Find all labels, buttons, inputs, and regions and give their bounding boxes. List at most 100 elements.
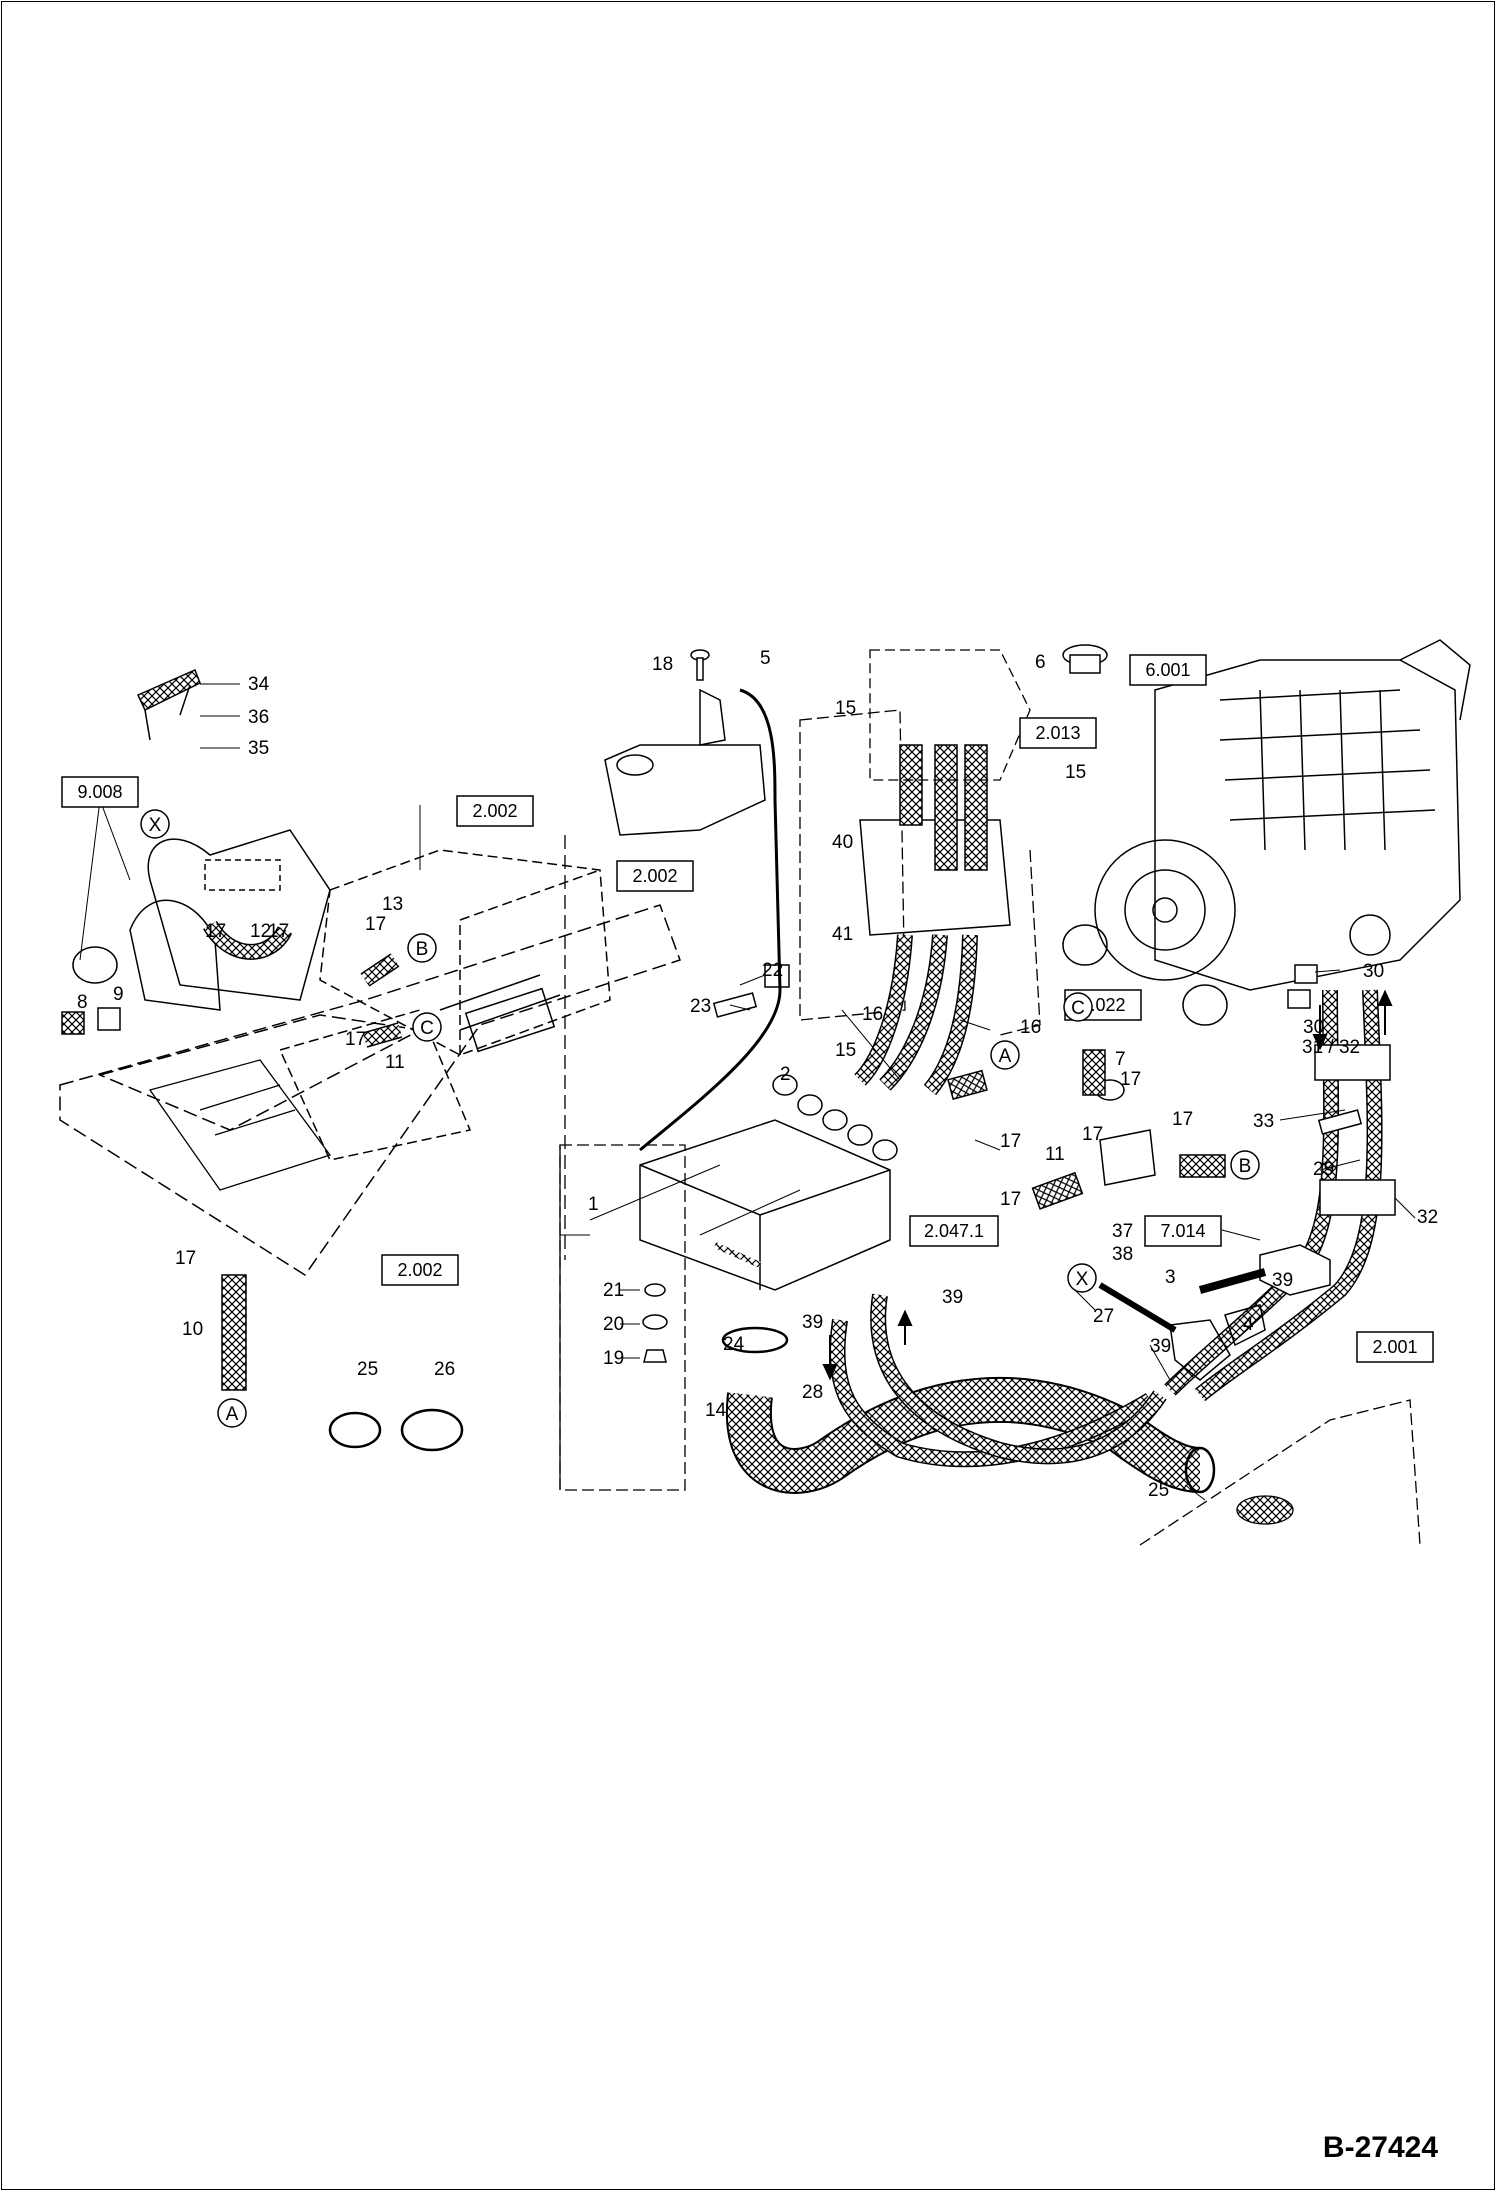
circle-ref-marker: [140, 809, 170, 839]
clamp-25-right: [1184, 1446, 1216, 1494]
part-number-label: 34: [248, 674, 270, 695]
ref-box-frame: [616, 860, 694, 892]
part-number-label: 39: [1272, 1270, 1293, 1291]
clamps-2: [772, 1074, 898, 1161]
part-number-label: 12: [250, 921, 271, 942]
part-number-label: 30: [1363, 961, 1384, 982]
part-number-label: 39: [802, 1312, 823, 1333]
part-number-label: 29: [1313, 1159, 1334, 1180]
hose-27: [870, 1293, 1167, 1465]
leader-line: [99, 799, 131, 881]
part-number-label: 15: [1065, 762, 1086, 783]
cable-37-38: [1098, 1282, 1177, 1333]
part-number-label: 21: [603, 1280, 624, 1301]
circle-ref-marker: [407, 933, 437, 963]
leader-line: [739, 974, 766, 986]
part-number-label: 20: [603, 1314, 624, 1335]
ref-box-frame: [1019, 717, 1097, 749]
part-number-label: 32: [1417, 1207, 1438, 1228]
part-number-label: 8: [77, 992, 88, 1013]
circle-ref-label: A: [226, 1404, 239, 1425]
hose-13: [360, 953, 400, 987]
part-number-label: 7: [1115, 1049, 1126, 1070]
part-number-label: 3: [1165, 1267, 1176, 1288]
mount-frame-dashed: [559, 1144, 686, 1491]
part-number-label: 40: [832, 832, 853, 853]
fuel-tank-2-001: [1139, 1399, 1421, 1546]
fasteners-19-21: [642, 1283, 668, 1363]
cab-console: [147, 829, 611, 1056]
ref-box-label: 2.001: [1372, 1337, 1417, 1357]
part-number-label: 10: [182, 1319, 203, 1340]
leader-line: [589, 1164, 721, 1221]
reference-box-layer: 9.0082.0022.0022.0022.0136.0012.0222.047…: [61, 654, 1434, 1363]
part-number-label: 41: [832, 924, 853, 945]
leader-line: [841, 1009, 901, 1081]
leader-line: [1184, 1484, 1206, 1501]
clamp-24: [721, 1326, 789, 1354]
part-number-label: 37: [1112, 1221, 1133, 1242]
hose-clamps-25-26: [328, 1408, 464, 1452]
fittings-30: [1287, 964, 1318, 1009]
ref-box-frame: [61, 776, 139, 808]
circle-ref-marker: [990, 1040, 1020, 1070]
part-number-label: 14: [705, 1400, 727, 1421]
circle-ref-marker: [412, 1012, 442, 1042]
circle-ref-marker: [1230, 1150, 1260, 1180]
part-number-label: 2: [780, 1064, 791, 1085]
hose-11-left: [362, 1022, 403, 1048]
part-number-label: 39: [942, 1287, 963, 1308]
valve-3-bracket-4: [1169, 1304, 1266, 1381]
leader-line: [1074, 1289, 1096, 1311]
circle-ref-label: C: [420, 1018, 434, 1039]
hose-10: [221, 1274, 247, 1391]
hose-holders-31-32: [1314, 1044, 1396, 1216]
ref-box-frame: [1356, 1331, 1434, 1363]
filler-cap-6: [1062, 644, 1108, 674]
part-number-label: 25: [357, 1359, 378, 1380]
bracket-22: [712, 964, 790, 1018]
part-number-label: 33: [1253, 1111, 1274, 1132]
part-number-label: 38: [1112, 1244, 1133, 1265]
part-number-label: 39: [1150, 1336, 1171, 1357]
part-number-label: 25: [1148, 1480, 1169, 1501]
part-number-label: 15: [835, 1040, 856, 1061]
part-number-label: 18: [652, 654, 673, 675]
part-number-label: 6: [1035, 652, 1046, 673]
ref-box-label: 2.013: [1035, 723, 1080, 743]
part-number-label: 19: [603, 1348, 624, 1369]
circle-ref-label: X: [149, 815, 162, 836]
ref-box-frame: [1129, 654, 1207, 686]
leader-line: [1394, 1197, 1416, 1219]
heater-housing-left: [72, 899, 221, 1011]
circle-ref-label: A: [999, 1046, 1012, 1067]
part-number-label: 28: [802, 1382, 823, 1403]
ref-box-label: 2.002: [397, 1260, 442, 1280]
cab-roof-duct-2-013: [869, 649, 1031, 781]
heater-box-2-047-1: [639, 1119, 891, 1291]
cab-rear-panel: [799, 709, 1041, 1036]
leader-line: [1221, 1229, 1261, 1241]
circle-ref-label: B: [416, 939, 429, 960]
leader-line: [1149, 1344, 1171, 1381]
part-number-label: 9: [113, 984, 124, 1005]
leader-line: [699, 1189, 801, 1236]
ref-box-label: 2.002: [632, 866, 677, 886]
ref-box-label: 2.047.1: [924, 1221, 984, 1241]
part-number-label: 31 / 32: [1302, 1037, 1360, 1058]
duct-under-floor: [148, 1059, 332, 1191]
part-number-label: 30: [1303, 1017, 1324, 1038]
flow-arrows: [822, 989, 1393, 1381]
circle-ref-label: B: [1239, 1156, 1252, 1177]
part-number-label: 24: [723, 1334, 745, 1355]
bolt-33: [1317, 1109, 1363, 1135]
part-number-label: 17: [1172, 1109, 1193, 1130]
ref-box-label: 9.008: [77, 782, 122, 802]
part-number-label: 27: [1093, 1306, 1114, 1327]
part-number-label: 26: [434, 1359, 455, 1380]
control-cable-5: [639, 688, 782, 1152]
drawing-id: B-27424: [1322, 2131, 1438, 2164]
part-number-label: 17: [365, 914, 386, 935]
part-number-label: 17: [205, 921, 226, 942]
